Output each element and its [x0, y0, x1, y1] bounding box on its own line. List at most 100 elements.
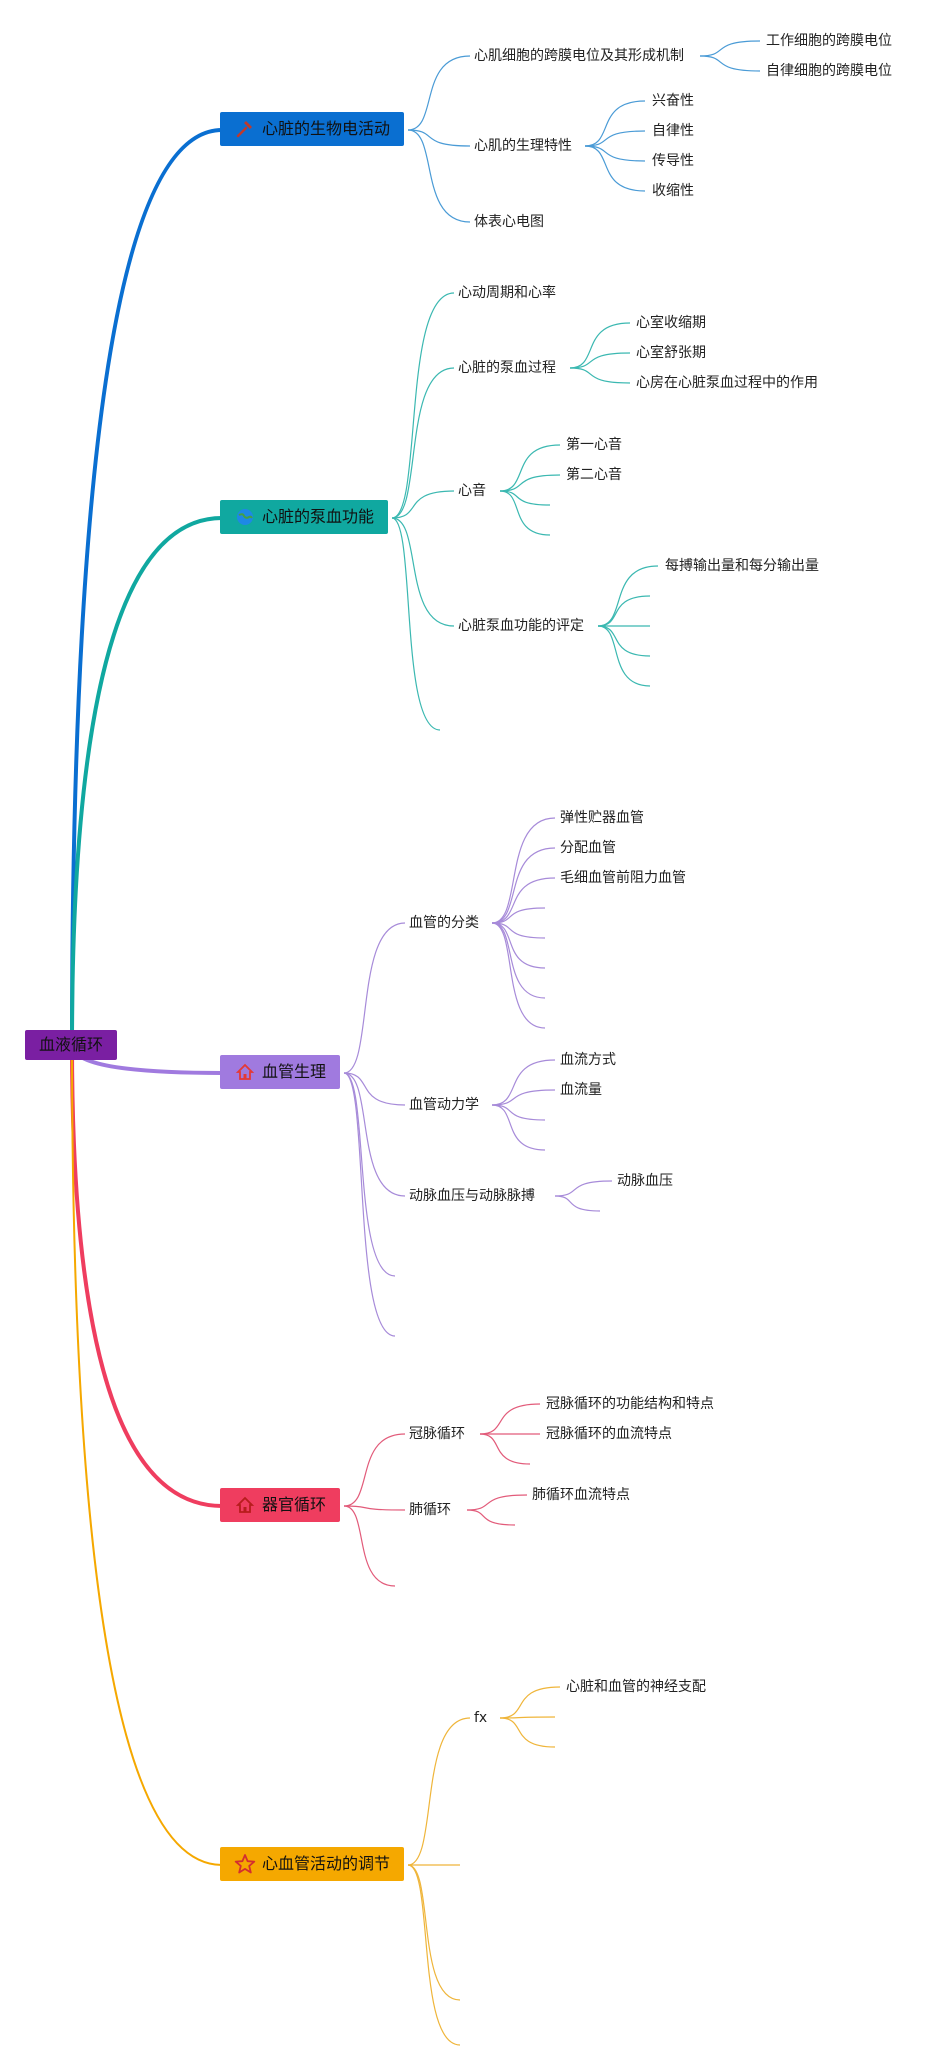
node-b3-c2a[interactable]: 血流方式	[560, 1052, 616, 1068]
globe-icon	[234, 506, 256, 528]
node-b2-c3[interactable]: 心音	[458, 483, 486, 499]
connector-line	[491, 1059, 556, 1106]
connector-line	[407, 129, 471, 147]
home-icon	[234, 1494, 256, 1516]
node-b2-c3a[interactable]: 第一心音	[566, 437, 622, 453]
connector-line	[499, 1717, 556, 1748]
connector-line	[499, 490, 551, 536]
connector-line	[569, 322, 631, 369]
node-b3-c3[interactable]: 动脉血压与动脉脉搏	[409, 1188, 535, 1204]
node-b2-c4a[interactable]: 每搏输出量和每分输出量	[665, 558, 819, 574]
connector-line	[391, 367, 455, 519]
connector-line	[491, 817, 556, 924]
connector-line	[491, 847, 556, 924]
node-b1-c3[interactable]: 体表心电图	[474, 214, 544, 230]
connector-line	[466, 1509, 516, 1526]
connector-line	[554, 1180, 613, 1197]
node-b3-c3a[interactable]: 动脉血压	[617, 1173, 673, 1189]
branch-organ[interactable]: 器官循环	[220, 1488, 341, 1522]
node-b5-c1[interactable]: fx	[474, 1710, 488, 1726]
connector-line	[407, 1864, 461, 2046]
branch-bioelectric[interactable]: 心脏的生物电活动	[220, 112, 405, 146]
branch-label: 心脏的泵血功能	[262, 507, 375, 526]
connector-line	[491, 1089, 556, 1106]
connector-line	[343, 1072, 396, 1337]
node-b3-c1[interactable]: 血管的分类	[409, 915, 479, 931]
connector-line	[343, 1433, 406, 1507]
home-icon	[234, 1061, 256, 1083]
branch-label: 器官循环	[262, 1495, 327, 1514]
node-b3-c2[interactable]: 血管动力学	[409, 1097, 479, 1113]
root-label: 血液循环	[39, 1035, 104, 1054]
connector-line	[343, 1072, 396, 1277]
trunk-line	[70, 516, 223, 1046]
node-b3-c2b[interactable]: 血流量	[560, 1082, 602, 1098]
connector-line	[499, 490, 551, 506]
node-b2-c2[interactable]: 心脏的泵血过程	[458, 360, 556, 376]
connector-line	[391, 292, 455, 519]
branch-label: 心脏的生物电活动	[262, 119, 391, 138]
node-b2-c2b[interactable]: 心室舒张期	[636, 345, 706, 361]
trunk-line	[70, 1044, 223, 1508]
node-b4-c1b[interactable]: 冠脉循环的血流特点	[546, 1426, 672, 1442]
connector-line	[407, 1864, 461, 2001]
connector-line	[343, 922, 406, 1074]
connector-line	[569, 352, 631, 369]
connector-line	[491, 922, 546, 939]
node-b4-c1a[interactable]: 冠脉循环的功能结构和特点	[546, 1396, 714, 1412]
node-b1-c2a[interactable]: 兴奋性	[652, 93, 694, 109]
node-b4-c2a[interactable]: 肺循环血流特点	[532, 1487, 630, 1503]
node-b1-c1a[interactable]: 工作细胞的跨膜电位	[766, 33, 892, 49]
node-b2-c4[interactable]: 心脏泵血功能的评定	[458, 618, 584, 634]
connector-line	[479, 1433, 531, 1465]
node-b1-c1[interactable]: 心肌细胞的跨膜电位及其形成机制	[474, 48, 684, 64]
connector-line	[391, 490, 455, 519]
connector-line	[597, 565, 659, 627]
connector-line	[499, 474, 561, 492]
connector-line	[584, 145, 646, 192]
connector-line	[343, 1505, 396, 1587]
connector-line	[499, 1686, 561, 1719]
connector-line	[491, 1104, 546, 1121]
node-b4-c2[interactable]: 肺循环	[409, 1502, 451, 1518]
branch-label: 血管生理	[262, 1062, 327, 1081]
connector-line	[569, 367, 631, 384]
connector-line	[391, 517, 455, 627]
connector-line	[491, 877, 556, 924]
node-b2-c1[interactable]: 心动周期和心率	[458, 285, 556, 301]
connector-line	[491, 1104, 546, 1151]
connector-line	[597, 625, 651, 657]
node-b4-c1[interactable]: 冠脉循环	[409, 1426, 465, 1442]
node-b2-c2c[interactable]: 心房在心脏泵血过程中的作用	[636, 375, 818, 391]
node-b2-c3b[interactable]: 第二心音	[566, 467, 622, 483]
node-b5-c1a[interactable]: 心脏和血管的神经支配	[566, 1679, 706, 1695]
connector-line	[343, 1072, 406, 1197]
connector-line	[554, 1195, 601, 1212]
connector-line	[699, 40, 761, 57]
connector-line	[699, 55, 761, 72]
node-b1-c2c[interactable]: 传导性	[652, 153, 694, 169]
connector-line	[407, 55, 471, 131]
branch-label: 心血管活动的调节	[262, 1854, 391, 1873]
branch-regulation[interactable]: 心血管活动的调节	[220, 1847, 405, 1881]
node-b3-c1b[interactable]: 分配血管	[560, 840, 616, 856]
connector-line	[584, 130, 646, 147]
node-b3-c1c[interactable]: 毛细血管前阻力血管	[560, 870, 686, 886]
node-b1-c1b[interactable]: 自律细胞的跨膜电位	[766, 63, 892, 79]
node-b1-c2b[interactable]: 自律性	[652, 123, 694, 139]
node-b1-c2[interactable]: 心肌的生理特性	[474, 138, 572, 154]
branch-vascular[interactable]: 血管生理	[220, 1055, 341, 1089]
node-b3-c1a[interactable]: 弹性贮器血管	[560, 810, 644, 826]
connector-line	[597, 625, 651, 687]
branch-pump[interactable]: 心脏的泵血功能	[220, 500, 389, 534]
node-b1-c2d[interactable]: 收缩性	[652, 183, 694, 199]
node-b2-c2a[interactable]: 心室收缩期	[636, 315, 706, 331]
trunk-line	[71, 1044, 223, 1866]
root-node[interactable]: 血液循环	[25, 1030, 118, 1060]
connector-line	[407, 129, 471, 223]
hammer-icon	[234, 118, 256, 140]
connector-line	[597, 595, 651, 627]
connector-line	[343, 1072, 406, 1106]
